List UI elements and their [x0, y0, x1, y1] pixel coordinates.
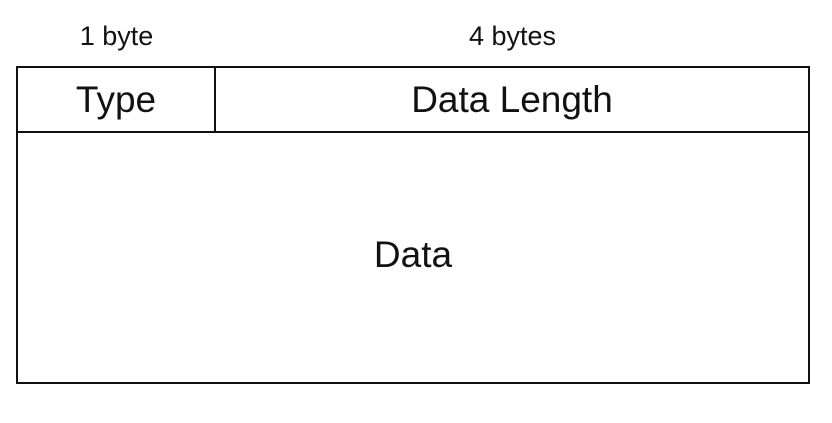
data-length-size-label: 4 bytes — [468, 21, 557, 51]
data-field: Data — [18, 133, 808, 382]
data-length-field-label: Data Length — [411, 78, 613, 120]
type-size-label: 1 byte — [79, 21, 154, 51]
data-field-label: Data — [373, 233, 453, 275]
packet-header-row: Type Data Length — [18, 68, 808, 133]
type-field-label: Type — [75, 78, 157, 120]
packet-structure: Type Data Length Data — [16, 66, 810, 384]
type-field: Type — [18, 68, 216, 131]
data-length-field: Data Length — [216, 68, 808, 131]
